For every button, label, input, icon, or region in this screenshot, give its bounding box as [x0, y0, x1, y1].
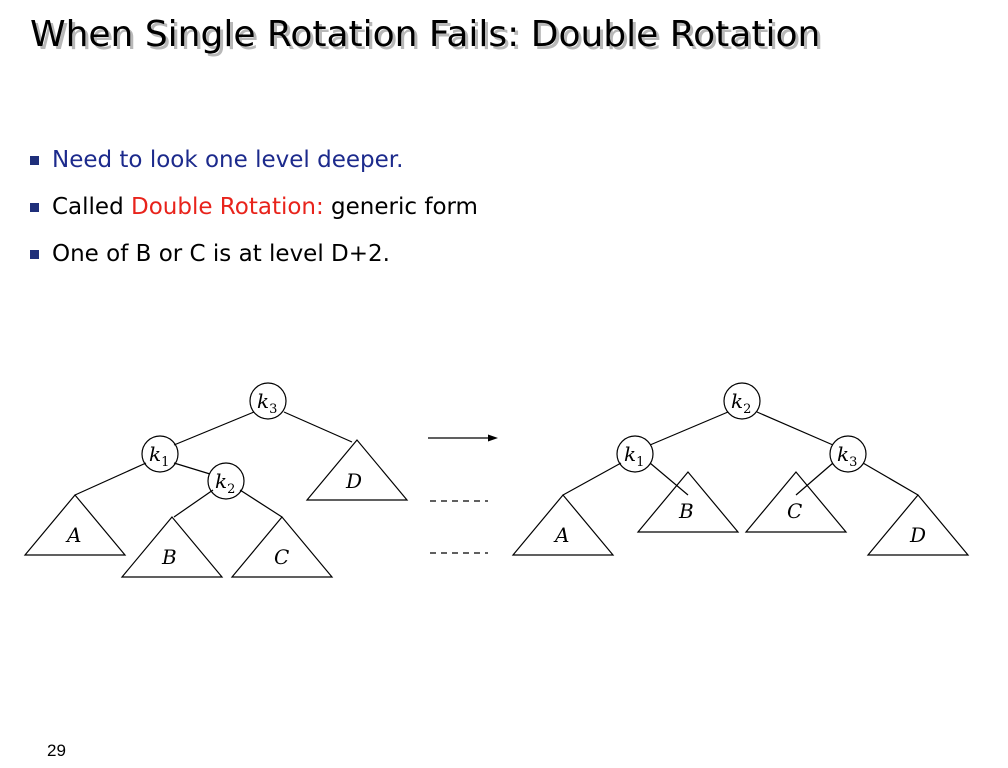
subtree-label-A-before: A — [65, 523, 81, 547]
node-label-k1-after: k1 — [624, 442, 644, 470]
page-number: 29 — [47, 741, 66, 760]
node-k2-before — [207, 462, 245, 500]
bullet-item: One of B or C is at level D+2. — [30, 236, 478, 283]
edge-k1-A-after — [562, 462, 622, 496]
node-label-k1-before: k1 — [149, 442, 169, 470]
square-bullet-icon — [30, 250, 39, 259]
subtree-D-after — [866, 494, 970, 556]
edge-k3-k1 — [173, 411, 255, 446]
subtree-C-before — [230, 516, 334, 578]
subtree-label-C-after: C — [787, 499, 802, 523]
edge-k1-k2 — [173, 462, 211, 475]
slide-title: When Single Rotation Fails: Double Rotat… — [30, 14, 821, 55]
arrow-head-icon — [488, 434, 498, 442]
edge-k1-B-after — [649, 462, 689, 496]
subtree-C-after — [744, 471, 848, 533]
node-label-k3-before: k3 — [257, 389, 277, 417]
subtree-label-B-before: B — [161, 545, 177, 569]
node-k2-after — [723, 382, 761, 420]
subtree-B-after — [636, 471, 740, 533]
edge-k2-C — [239, 489, 283, 518]
node-k3-before — [249, 382, 287, 420]
bullet-item: Called Double Rotation: generic form — [30, 189, 478, 236]
bullet-highlight: Double Rotation: — [131, 194, 324, 220]
bullet-text: Need to look one level deeper. — [52, 147, 404, 173]
subtree-D-before — [305, 439, 409, 501]
bullet-text-suffix: generic form — [323, 194, 478, 220]
subtree-label-D-before: D — [345, 469, 362, 493]
bullet-text: One of B or C is at level D+2. — [52, 241, 390, 267]
subtree-label-C-before: C — [274, 545, 289, 569]
node-label-k2-after: k2 — [731, 389, 751, 417]
node-label-k3-after: k3 — [837, 442, 857, 470]
bullet-text-prefix: Called — [52, 194, 131, 220]
subtree-A-before — [23, 494, 127, 556]
subtree-B-before — [120, 516, 224, 578]
edge-k3-D — [283, 411, 353, 443]
node-k1-after — [616, 435, 654, 473]
subtree-label-A-after: A — [553, 523, 569, 547]
node-k1-before — [141, 435, 179, 473]
subtree-label-D-after: D — [909, 523, 926, 547]
edge-k3-D-after — [862, 462, 919, 496]
square-bullet-icon — [30, 156, 39, 165]
edge-k2-k1 — [649, 411, 729, 446]
edge-k1-A — [74, 462, 147, 496]
edge-k2-k3 — [756, 411, 834, 446]
bullet-item: Need to look one level deeper. — [30, 142, 478, 189]
square-bullet-icon — [30, 203, 39, 212]
edge-k2-B — [173, 489, 214, 518]
subtree-A-after — [511, 494, 615, 556]
node-k3-after — [829, 435, 867, 473]
bullet-list: Need to look one level deeper. Called Do… — [30, 142, 478, 283]
node-label-k2-before: k2 — [215, 469, 235, 497]
edge-k3-C-after — [795, 462, 834, 496]
subtree-label-B-after: B — [678, 499, 694, 523]
